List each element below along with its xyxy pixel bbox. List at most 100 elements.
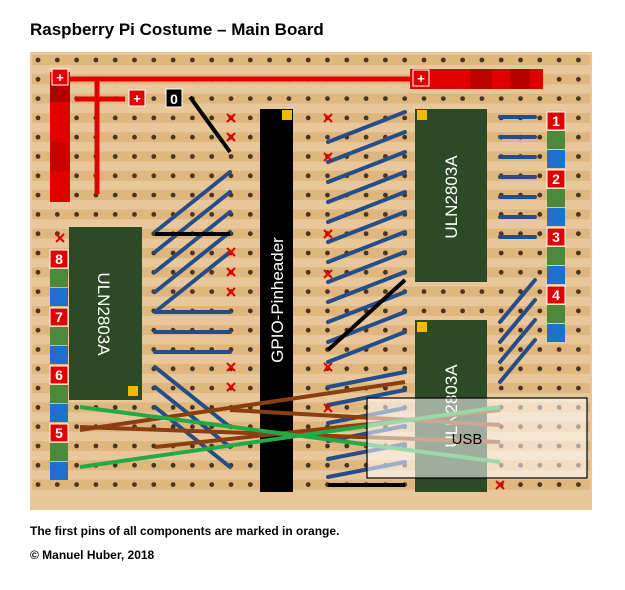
board-hole [35,385,41,391]
copper-strip [32,460,590,471]
board-hole [132,173,137,179]
board-hole [74,482,79,487]
copper-strip [32,132,590,143]
board-hole [112,192,118,198]
board-hole [209,96,215,101]
board-hole [35,154,41,159]
board-hole [498,347,504,352]
board-hole [383,96,388,101]
board-hole [35,462,41,468]
board-hole [363,366,369,372]
copper-strip [32,190,590,201]
board-hole [537,115,543,121]
board-hole [132,57,137,63]
board-hole [479,289,485,294]
jumper-wire [153,230,232,294]
plus-label-top: + [417,71,425,86]
board-hole [35,192,41,198]
board-hole [151,173,157,179]
board-hole [305,231,311,237]
board-hole [518,250,523,256]
copper-strip [32,325,590,336]
cut-mark [323,229,333,239]
board-hole [518,289,523,294]
board-hole [421,308,427,314]
board-hole [537,385,543,391]
board-hole [209,462,215,468]
board-hole [537,482,543,487]
board-hole [305,347,311,352]
board-hole [209,173,215,179]
board-hole [576,308,581,314]
board-hole [537,308,543,314]
board-hole [344,115,350,121]
board-hole [556,366,562,372]
board-hole [518,482,523,487]
board-hole [305,462,311,468]
board-hole [74,424,79,430]
board-hole [325,192,330,198]
board-hole [305,192,311,198]
board-hole [286,57,292,63]
board-hole [421,289,427,294]
board-hole [228,96,234,101]
board-hole [132,192,137,198]
board-hole [209,385,215,391]
copper-strip [32,363,590,374]
board-hole [209,482,215,487]
chip-bottom-right-pin1-marker [417,322,427,332]
board-hole [247,212,253,217]
board-hole [325,462,330,468]
channel-1-blue-pin [547,150,565,168]
board-hole [247,482,253,487]
board-hole [576,57,581,63]
board-hole [576,385,581,391]
board-hole [383,173,388,179]
board-hole [498,96,504,101]
board-hole [74,173,79,179]
board-hole [537,57,543,63]
board-hole [112,134,118,140]
gpio-label: GPIO-Pinheader [268,237,287,363]
board-hole [209,289,215,294]
board-hole [247,308,253,314]
chip-top-right-label: ULN2803A [442,155,461,239]
board-hole [498,250,504,256]
jumper-wire [326,250,407,284]
board-hole [402,96,408,101]
board-hole [363,192,369,198]
board-hole [402,57,408,63]
board-hole [576,134,581,140]
channel-4-number-box [546,285,566,305]
board-hole [151,57,157,63]
board-hole [247,134,253,140]
board-hole [132,115,137,121]
board-hole [383,366,388,372]
board-hole [518,57,523,63]
board-hole [35,134,41,140]
board-hole [440,57,446,63]
cut-mark [55,233,65,243]
board-hole [170,482,176,487]
jumper-wire [326,130,407,164]
jumper-wire [153,190,232,254]
usb-label: USB [452,431,483,448]
board-hole [190,405,195,410]
board-hole [305,212,311,217]
cut-mark [226,247,236,257]
board-hole [402,115,408,121]
board-hole [35,76,41,82]
board-hole [190,385,195,391]
board-hole [190,250,195,256]
channel-3-number-box [546,227,566,247]
copper-strip [32,248,590,258]
cut-mark [226,382,236,392]
board-hole [170,385,176,391]
board-hole [170,289,176,294]
board-hole [54,57,60,63]
board-hole [383,347,388,352]
board-hole [35,347,41,352]
board-hole [383,308,388,314]
board-hole [383,231,388,237]
board-hole [325,212,330,217]
